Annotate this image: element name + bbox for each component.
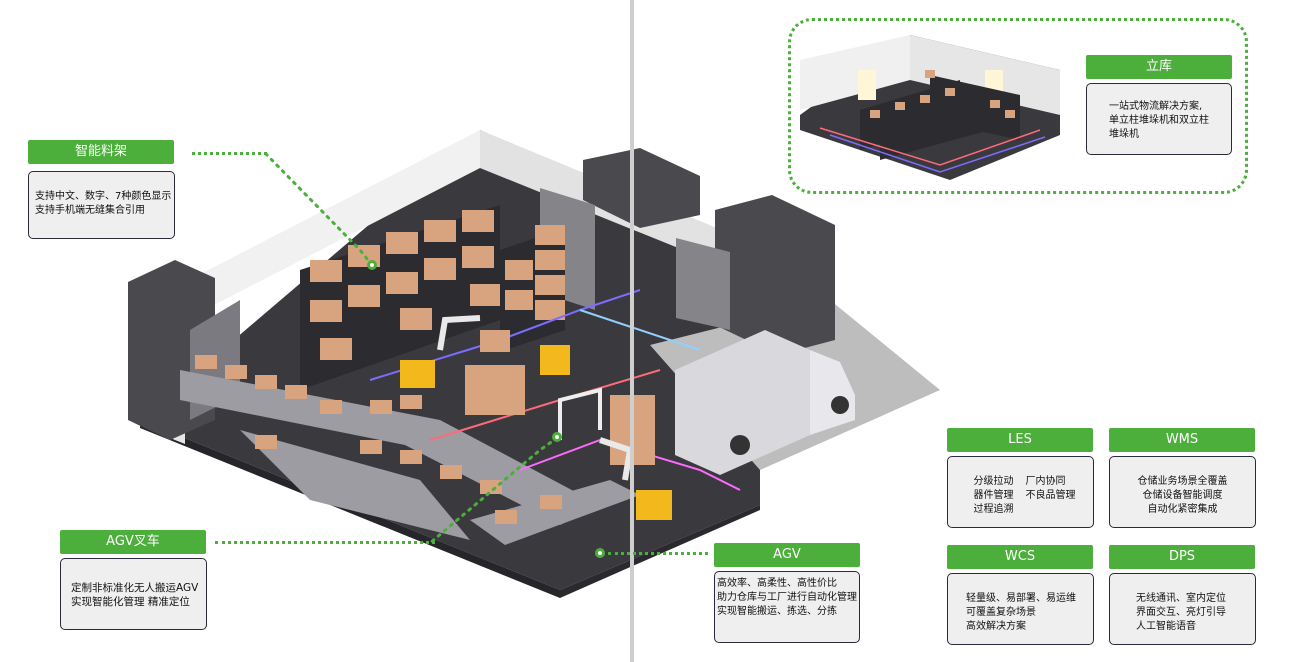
wms-line-2: 仓储设备智能调度 — [1142, 490, 1223, 501]
wms-card: 仓储业务场景全覆盖 仓储设备智能调度 自动化紧密集成 — [1109, 456, 1256, 528]
smart-rack-badge: 智能料架 — [28, 140, 174, 164]
stereo-warehouse-card: 一站式物流解决方案, 单立柱堆垛机和双立柱 堆垛机 — [1086, 83, 1232, 155]
agv-forklift-card: 定制非标准化无人搬运AGV 实现智能化管理 精准定位 — [60, 558, 207, 630]
smart-rack-line-1: 支持中文、数字、7种颜色显示 — [35, 191, 172, 202]
smart-rack-connector — [192, 152, 267, 155]
les-cell-2: 厂内协同 — [1025, 476, 1066, 487]
les-cell-1: 分级拉动 — [973, 476, 1014, 487]
agv-marker — [595, 548, 605, 558]
center-divider — [630, 0, 634, 662]
agv-forklift-line-1: 定制非标准化无人搬运AGV — [71, 582, 199, 594]
les-card: 分级拉动 厂内协同 器件管理 不良品管理 过程追溯 — [947, 456, 1094, 528]
wcs-line-1: 轻量级、易部署、易运维 — [966, 593, 1076, 604]
stereo-warehouse-illustration — [800, 35, 1060, 180]
agv-forklift-connector — [215, 541, 435, 544]
wcs-badge: WCS — [947, 545, 1093, 569]
agv-line-2: 助力仓库与工厂进行自动化管理 — [717, 592, 857, 603]
dps-card: 无线通讯、室内定位 界面交互、亮灯引导 人工智能语音 — [1109, 573, 1256, 645]
agv-badge: AGV — [714, 543, 860, 567]
les-cell-4: 不良品管理 — [1025, 490, 1076, 501]
stereo-warehouse-line-3: 堆垛机 — [1109, 129, 1139, 140]
agv-connector — [608, 552, 708, 555]
agv-line-3: 实现智能搬运、拣选、分拣 — [717, 606, 837, 617]
stereo-warehouse-line-2: 单立柱堆垛机和双立柱 — [1109, 115, 1209, 126]
wms-badge: WMS — [1109, 428, 1255, 452]
dps-line-2: 界面交互、亮灯引导 — [1136, 607, 1226, 618]
agv-forklift-marker — [552, 432, 562, 442]
wms-line-3: 自动化紧密集成 — [1147, 504, 1218, 515]
agv-forklift-badge: AGV叉车 — [60, 530, 206, 554]
dps-line-1: 无线通讯、室内定位 — [1136, 593, 1226, 604]
wcs-line-2: 可覆盖复杂场景 — [966, 607, 1036, 618]
les-badge: LES — [947, 428, 1093, 452]
smart-rack-card: 支持中文、数字、7种颜色显示 支持手机端无缝集合引用 — [28, 171, 175, 239]
dps-badge: DPS — [1109, 545, 1255, 569]
wcs-line-3: 高效解决方案 — [966, 621, 1026, 632]
stereo-warehouse-frame — [788, 18, 1248, 194]
wcs-card: 轻量级、易部署、易运维 可覆盖复杂场景 高效解决方案 — [947, 573, 1094, 645]
stereo-warehouse-line-1: 一站式物流解决方案, — [1109, 101, 1203, 112]
agv-forklift-line-2: 实现智能化管理 精准定位 — [71, 596, 190, 608]
wms-line-1: 仓储业务场景全覆盖 — [1137, 476, 1228, 487]
smart-rack-line-2: 支持手机端无缝集合引用 — [35, 205, 145, 216]
stereo-warehouse-badge: 立库 — [1086, 55, 1232, 79]
les-cell-5: 过程追溯 — [973, 504, 1014, 515]
dps-line-3: 人工智能语音 — [1136, 621, 1196, 632]
agv-card: 高效率、高柔性、高性价比 助力仓库与工厂进行自动化管理 实现智能搬运、拣选、分拣 — [714, 571, 860, 643]
agv-line-1: 高效率、高柔性、高性价比 — [717, 578, 837, 589]
smart-rack-marker — [367, 260, 377, 270]
les-cell-3: 器件管理 — [973, 490, 1014, 501]
